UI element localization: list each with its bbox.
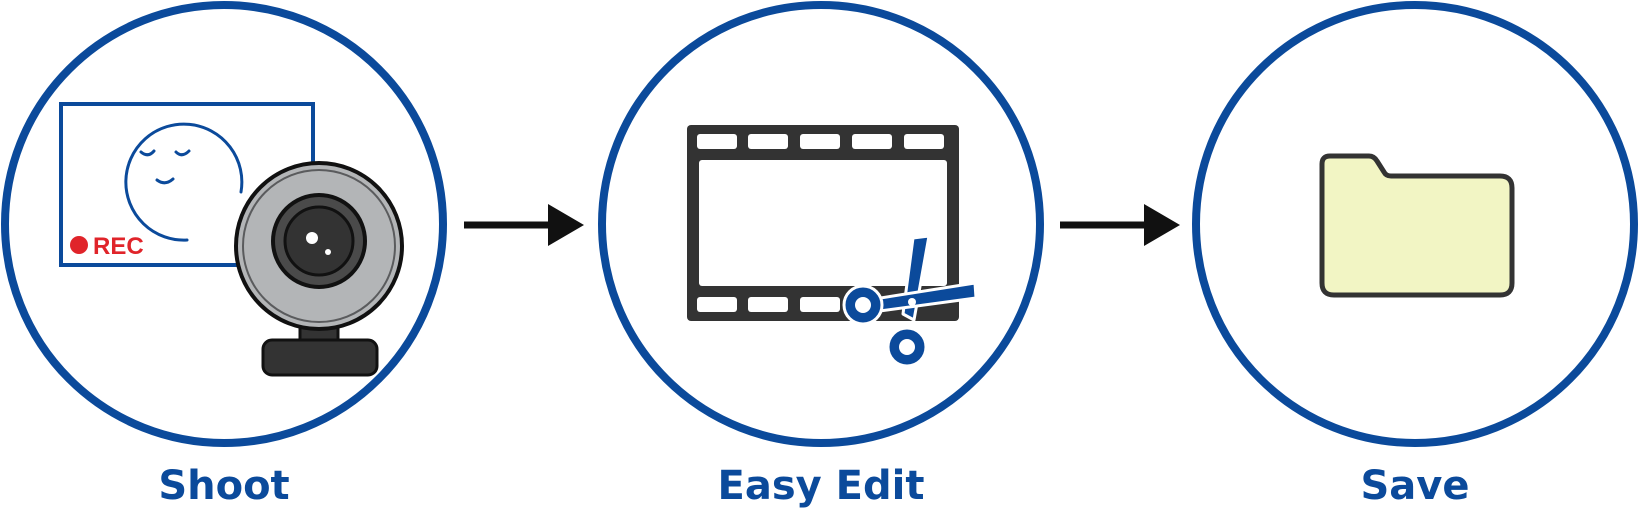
scissors-icon — [842, 234, 978, 368]
step-label-shoot: Shoot — [158, 463, 290, 509]
step-label-easy-edit: Easy Edit — [717, 463, 925, 509]
arrow-right-icon — [464, 204, 584, 246]
webcam-icon — [234, 161, 404, 377]
rec-dot-icon — [70, 236, 88, 254]
film-strip-icon — [687, 125, 959, 321]
step-label-save: Save — [1360, 463, 1470, 509]
sleeping-face-icon — [124, 122, 244, 242]
arrow-right-icon — [1060, 204, 1180, 246]
folder-icon — [1319, 153, 1515, 298]
webcam-recording-icon: REC — [59, 102, 404, 377]
film-scissors-icon — [687, 125, 978, 368]
rec-label: REC — [93, 233, 144, 260]
